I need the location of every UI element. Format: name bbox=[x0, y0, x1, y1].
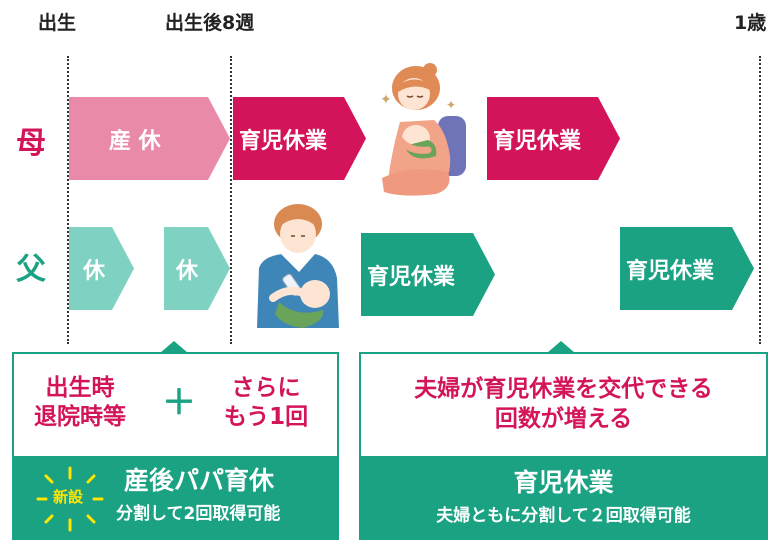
left-panel-line1a: 出生時 bbox=[45, 375, 115, 401]
role-label-father: 父 bbox=[16, 252, 46, 287]
burst-icon bbox=[36, 466, 104, 532]
timeline-label-birth: 出生 bbox=[38, 12, 77, 34]
father-childcare-leave-label-2: 育児休業 bbox=[626, 258, 715, 284]
father-leave-label-2: 休 bbox=[176, 258, 199, 284]
left-panel-line1b: 退院時等 bbox=[34, 404, 126, 430]
mother-childcare-leave-label-1: 育児休業 bbox=[239, 128, 328, 154]
left-panel-line2b: もう1回 bbox=[223, 404, 309, 430]
left-panel-title: 産後パパ育休 bbox=[124, 466, 275, 495]
left-panel-footer: 新設 産後パパ育休 分割して2回取得可能 bbox=[12, 458, 339, 540]
right-panel-line2: 回数が増える bbox=[494, 406, 633, 432]
father-bottle-feeding-illustration bbox=[253, 198, 343, 333]
mother-childcare-leave-label-2: 育児休業 bbox=[493, 128, 582, 154]
left-panel-subtitle: 分割して2回取得可能 bbox=[116, 504, 281, 524]
father-leave-bar-1: 休 bbox=[69, 227, 134, 310]
father-childcare-leave-bar-2: 育児休業 bbox=[620, 227, 754, 310]
right-panel-subtitle: 夫婦ともに分割して２回取得可能 bbox=[436, 506, 691, 526]
father-childcare-leave-label-1: 育児休業 bbox=[367, 264, 456, 290]
mother-childcare-leave-bar-2: 育児休業 bbox=[487, 97, 620, 180]
plus-sign: ＋ bbox=[162, 383, 196, 423]
timeline-marker-age1 bbox=[759, 56, 761, 344]
role-label-mother: 母 bbox=[16, 126, 46, 161]
left-info-panel: 出生時 退院時等 ＋ さらに もう1回 bbox=[12, 352, 339, 458]
father-leave-label-1: 休 bbox=[83, 258, 106, 284]
sparkle-icon: ✦ bbox=[380, 92, 392, 108]
sparkle-icon: ✦ bbox=[446, 98, 457, 112]
right-panel-message: 夫婦が育児休業を交代できる 回数が増える bbox=[361, 374, 766, 434]
mother-maternity-leave-label: 産 休 bbox=[109, 128, 161, 154]
timeline-label-week8: 出生後8週 bbox=[165, 12, 255, 34]
right-panel-pointer bbox=[547, 341, 575, 353]
timeline-label-age1: 1歳 bbox=[734, 12, 767, 34]
new-badge: 新設 bbox=[53, 488, 84, 506]
father-leave-bar-2: 休 bbox=[164, 227, 230, 310]
father-childcare-leave-bar-1: 育児休業 bbox=[361, 233, 495, 316]
left-panel-first-timing: 出生時 退院時等 bbox=[28, 374, 132, 432]
right-panel-footer: 育児休業 夫婦ともに分割して２回取得可能 bbox=[359, 458, 768, 540]
mother-maternity-leave-bar: 産 休 bbox=[69, 97, 230, 180]
left-panel-pointer bbox=[160, 341, 188, 353]
right-panel-title: 育児休業 bbox=[513, 468, 614, 497]
right-panel-line1: 夫婦が育児休業を交代できる bbox=[414, 376, 713, 402]
mother-nursing-baby-illustration bbox=[372, 60, 472, 198]
timeline-marker-week8 bbox=[230, 56, 232, 344]
mother-childcare-leave-bar-1: 育児休業 bbox=[233, 97, 366, 180]
left-panel-second-timing: さらに もう1回 bbox=[210, 374, 322, 432]
left-panel-line2a: さらに bbox=[231, 375, 301, 401]
right-info-panel: 夫婦が育児休業を交代できる 回数が増える bbox=[359, 352, 768, 458]
timeline-marker-birth bbox=[67, 56, 69, 344]
